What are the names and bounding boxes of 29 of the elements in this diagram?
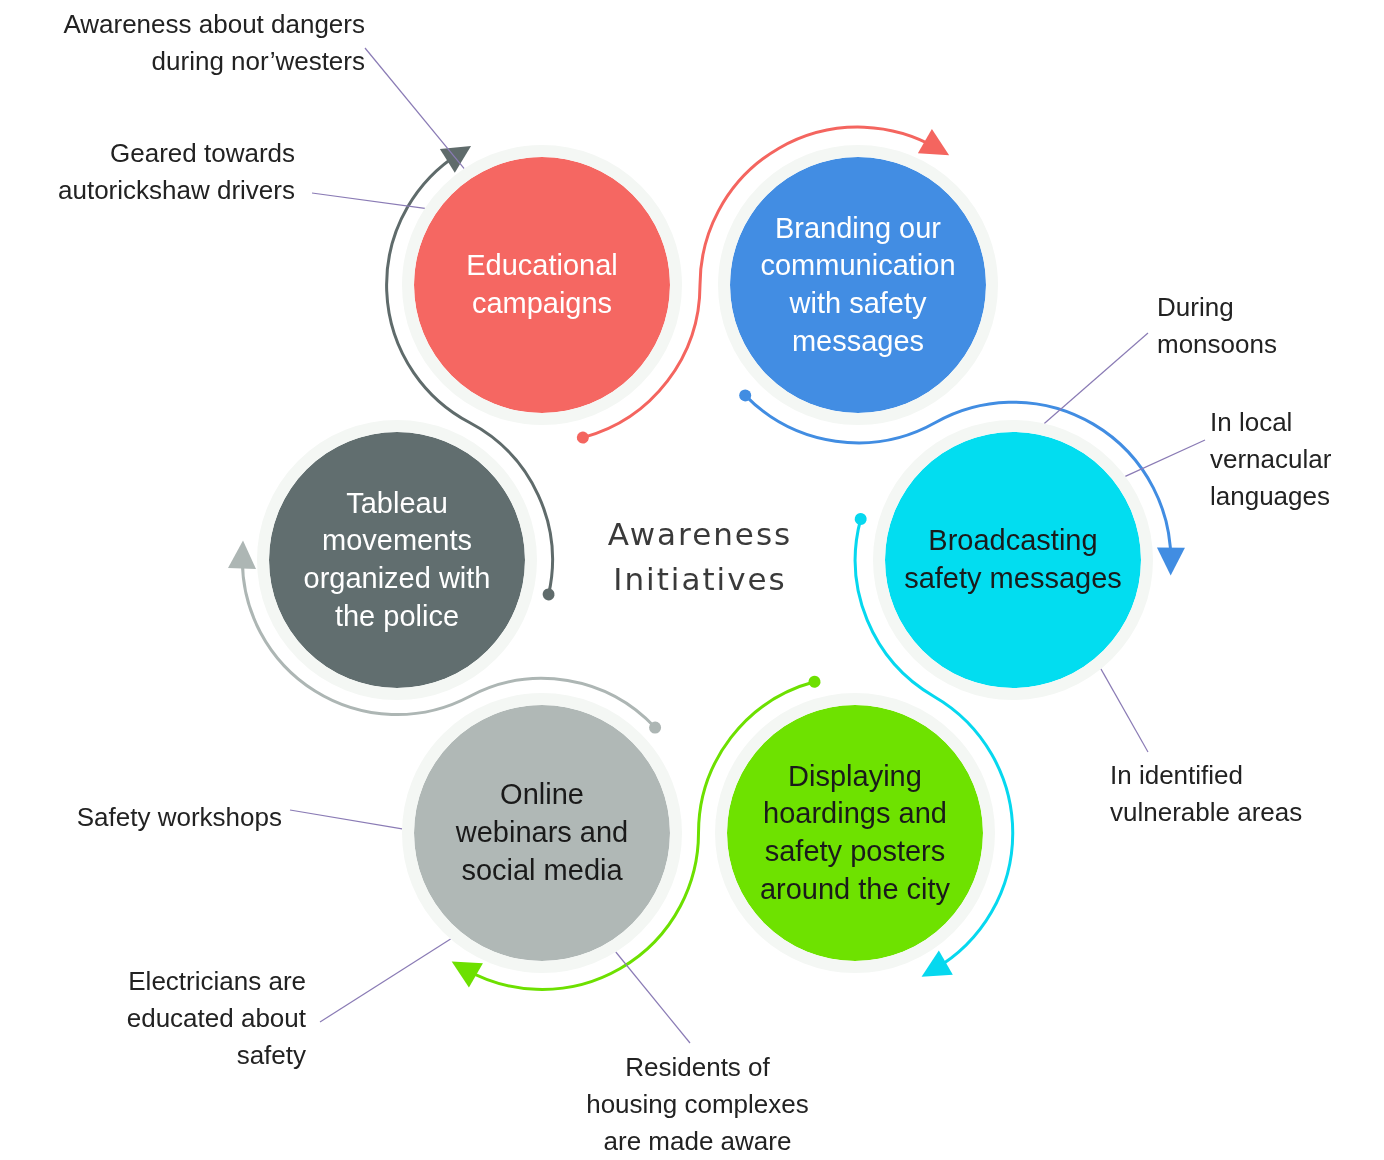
leader-line [289,809,403,830]
annotation-text: During monsoons [1157,289,1327,363]
circle-node: Educational campaigns [402,145,682,425]
annotation-text: In identified vulnerable areas [1110,757,1360,831]
cycle-arrow [451,675,821,991]
circle-node: Online webinars and social media [402,693,682,973]
cycle-arrow [576,125,950,444]
leader-line [364,47,465,170]
cycle-arrow [385,145,555,601]
leader-line [615,951,691,1044]
circle-node: Branding our communication with safety messages [718,145,998,425]
leader-line [319,938,452,1023]
circle-node: Tableau movements organized with the police [257,420,537,700]
leader-line [311,192,426,209]
annotation-text: Safety workshops [20,799,282,836]
leader-line [1043,332,1149,425]
cycle-arrow [228,540,662,734]
leader-line [1100,668,1149,753]
annotation-text: Awareness about dangers during nor’westers [15,6,365,80]
circle-node: Displaying hoardings and safety posters around the city [715,693,995,973]
leader-line [1124,439,1206,477]
annotation-text: Geared towards autorickshaw drivers [5,135,295,209]
circle-node: Broadcasting safety messages [873,420,1153,700]
cycle-arrow [739,389,1185,576]
annotation-text: In local vernacular languages [1210,404,1375,515]
annotation-text: Electricians are educated about safety [76,963,306,1074]
cycle-arrow [853,513,1014,978]
diagram-title: Awareness Initiatives [606,515,794,599]
annotation-text: Residents of housing complexes are made aware [585,1049,810,1160]
